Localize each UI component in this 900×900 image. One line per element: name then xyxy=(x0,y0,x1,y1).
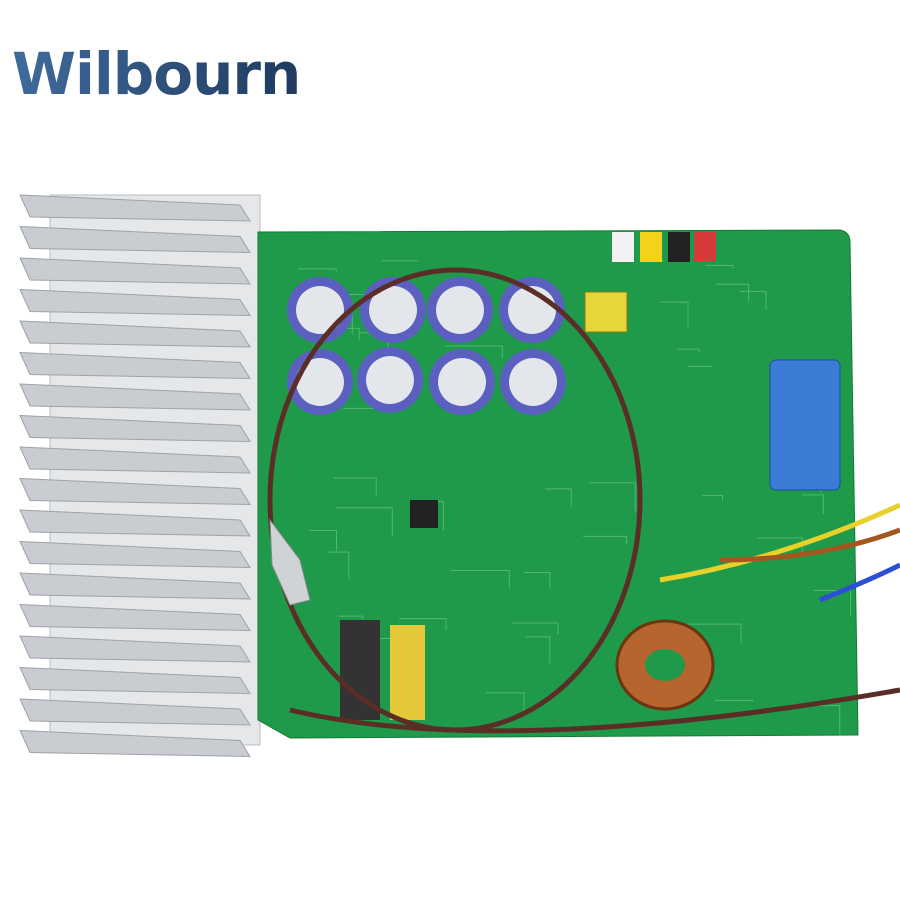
capacitor xyxy=(360,277,426,343)
ic-chip xyxy=(410,500,438,528)
toroid-inductor xyxy=(617,621,713,709)
capacitor xyxy=(357,347,423,413)
transformer xyxy=(585,292,627,332)
capacitor xyxy=(429,349,495,415)
heatsink xyxy=(20,195,260,757)
capacitor xyxy=(499,277,565,343)
relay xyxy=(770,360,840,490)
capacitor xyxy=(427,277,493,343)
capacitor xyxy=(287,277,353,343)
capacitor xyxy=(500,349,566,415)
filter-capacitor xyxy=(390,625,425,720)
